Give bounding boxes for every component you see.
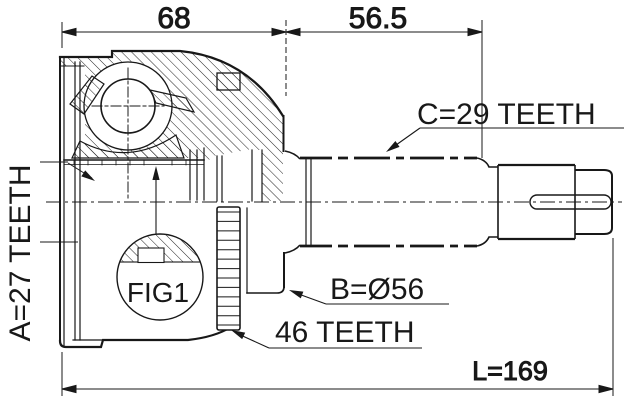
bell-right-face (246, 115, 285, 294)
label-ring-teeth: 46 TEETH (229, 316, 422, 349)
outer-spline-text: C=29 TEETH (417, 98, 596, 131)
label-inner-spline: A=27 TEETH (4, 161, 97, 342)
dimension-length: L=169 (61, 238, 614, 396)
body-diameter-text: B=Ø56 (330, 273, 424, 306)
bell-outer-profile (58, 49, 285, 118)
fig1-label: FIG1 (127, 277, 189, 308)
dimension-56-5: 56.5 (285, 2, 483, 158)
abs-tone-ring (216, 206, 241, 331)
dim-56-5-label: 56.5 (349, 2, 407, 35)
inner-race-section (71, 134, 185, 159)
dim-68-label: 68 (157, 2, 190, 35)
shaft-end-cylinder (497, 163, 576, 241)
cv-joint-body-section (58, 49, 285, 349)
dimension-68: 68 (61, 2, 287, 96)
left-face-lines (59, 56, 81, 348)
boot-groove-land (216, 72, 241, 91)
fig1-detail-balloon: FIG1 (116, 166, 204, 321)
dim-length-label: L=169 (472, 356, 548, 386)
bell-lower-profile (58, 325, 233, 349)
label-body-diameter: B=Ø56 (287, 273, 449, 306)
inner-spline-hub (63, 147, 205, 201)
cage-section-left (69, 75, 105, 115)
bell-mouth-edges (216, 149, 263, 202)
ring-teeth-text: 46 TEETH (275, 316, 415, 349)
label-outer-spline: C=29 TEETH (383, 98, 624, 155)
inner-spline-text: A=27 TEETH (4, 164, 37, 341)
